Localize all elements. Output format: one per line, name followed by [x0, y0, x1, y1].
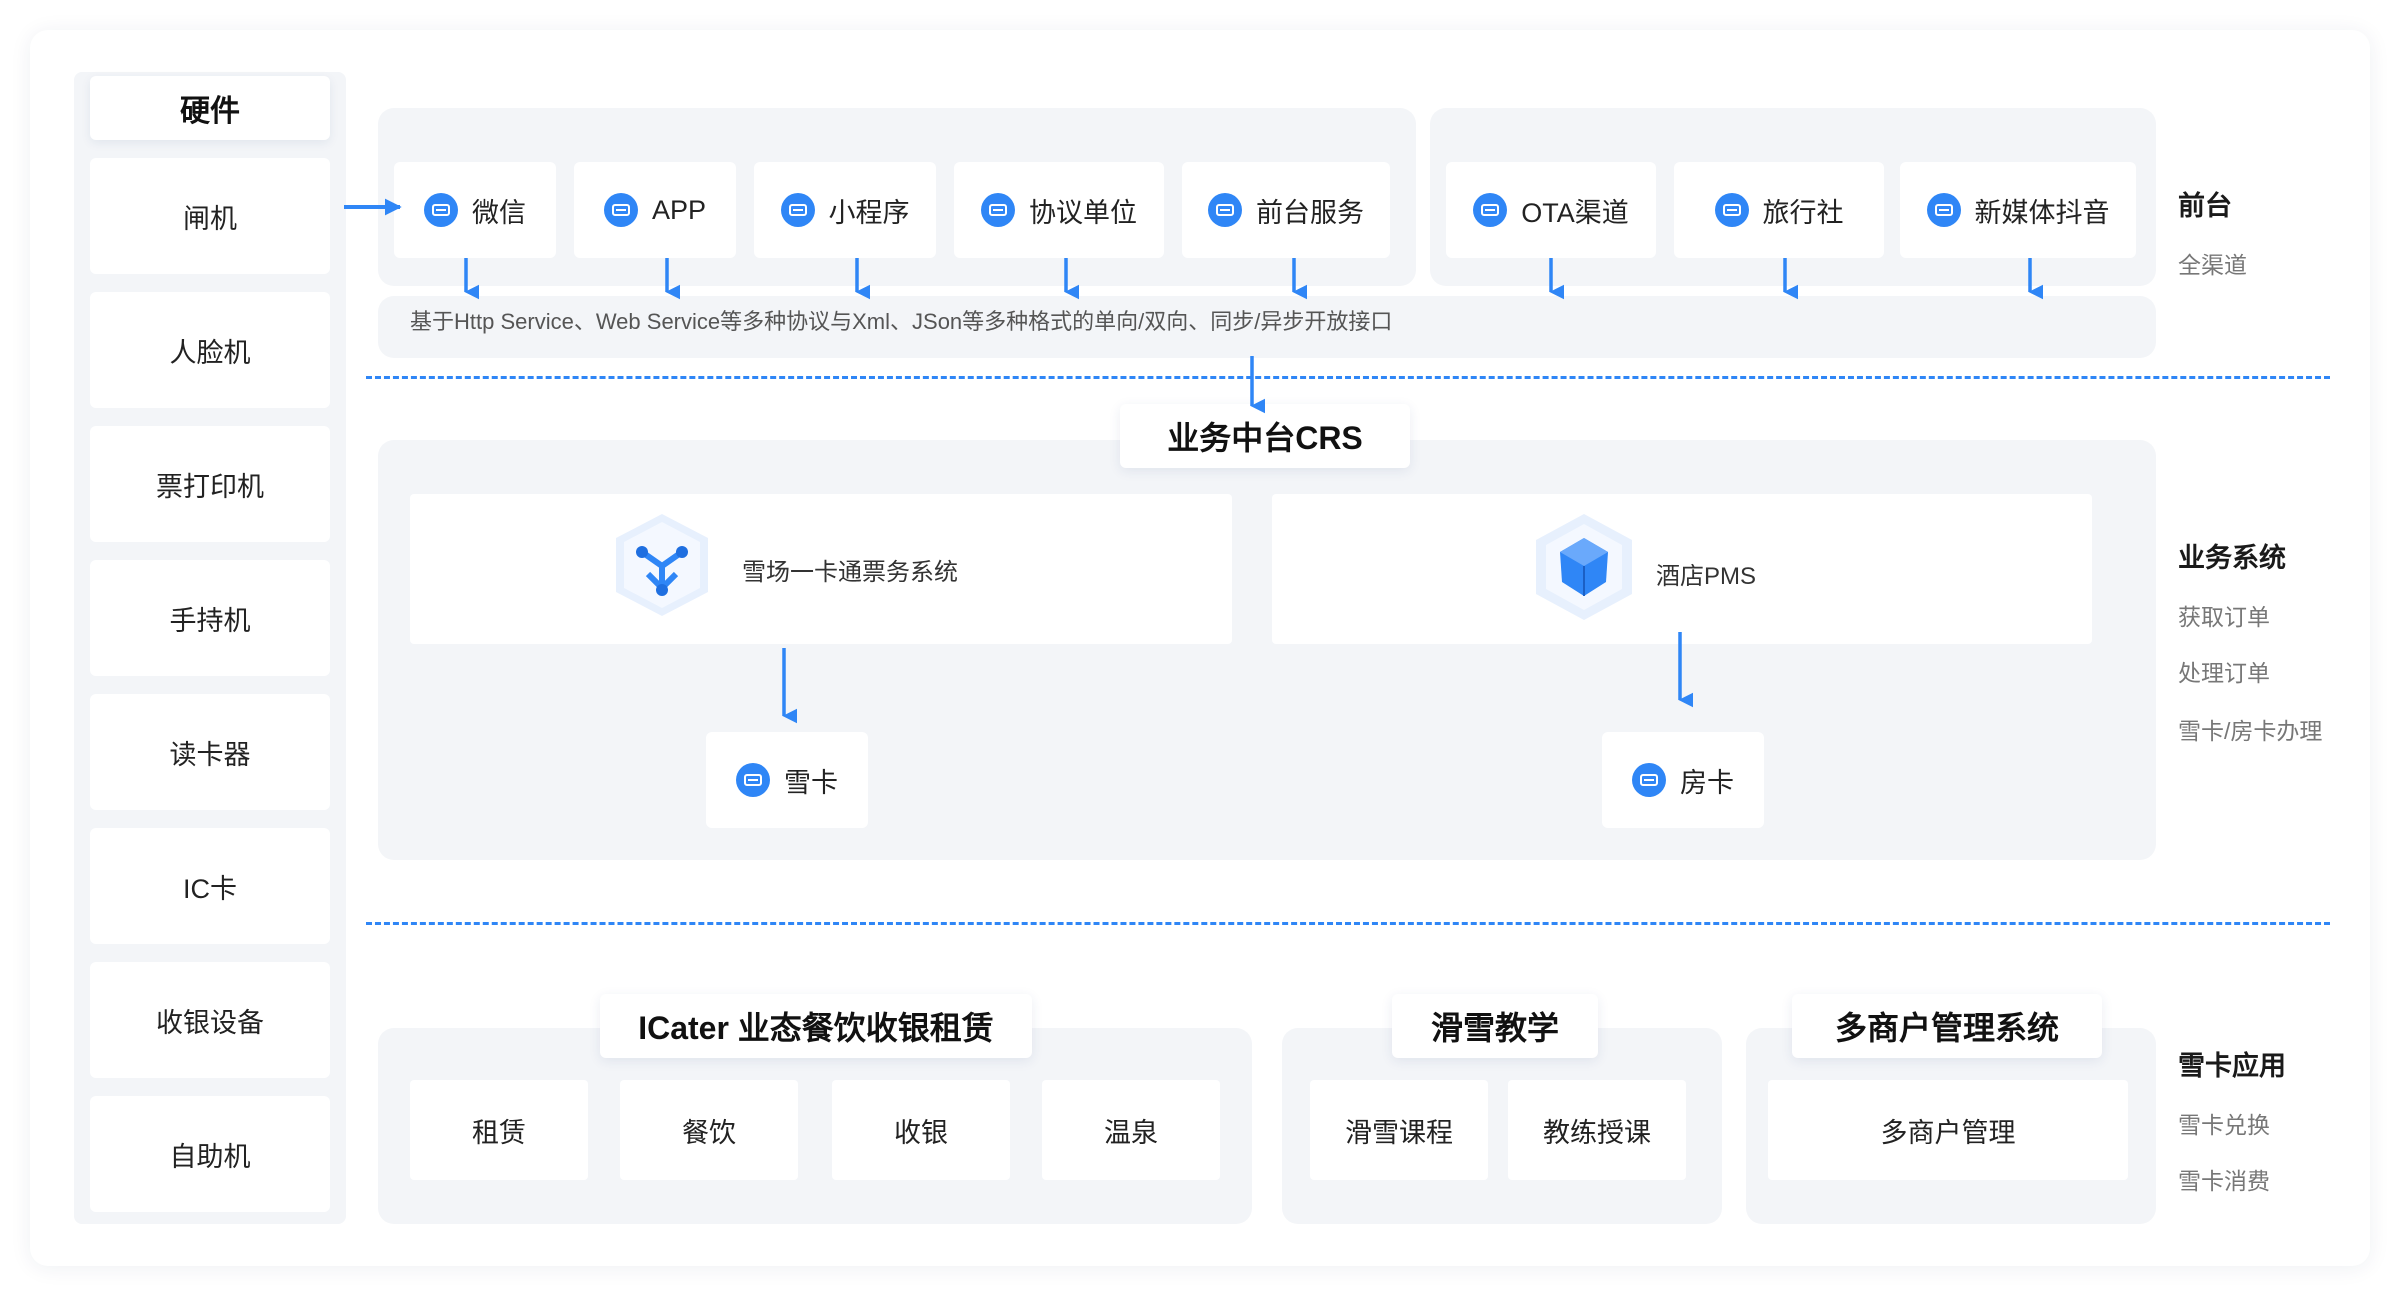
channel-label: OTA渠道	[1521, 197, 1629, 228]
protocol-text: 基于Http Service、Web Service等多种协议与Xml、JSon…	[410, 309, 1393, 334]
side-title-snow-card-app: 雪卡应用	[2178, 1051, 2286, 1081]
ski-teaching-title: 滑雪教学	[1392, 994, 1598, 1058]
icater-title: ICater 业态餐饮收银租赁	[600, 994, 1032, 1058]
hardware-item-gate: 闸机	[90, 158, 330, 274]
side-title-front: 前台	[2178, 191, 2232, 221]
ski-system-label: 雪场一卡通票务系统	[742, 559, 958, 586]
hardware-title: 硬件	[90, 76, 330, 140]
icater-item-catering: 餐饮	[620, 1080, 798, 1180]
hardware-item-cash-register: 收银设备	[90, 962, 330, 1078]
hardware-item-ic-card: IC卡	[90, 828, 330, 944]
channel-ota: OTA渠道	[1446, 162, 1656, 258]
ticket-icon	[1208, 193, 1242, 227]
snow-card-label: 雪卡	[784, 767, 838, 798]
side-sub-all-channel: 全渠道	[2178, 252, 2247, 278]
separator-line	[366, 376, 2330, 379]
side-title-business: 业务系统	[2178, 543, 2286, 573]
channel-label: APP	[651, 194, 707, 225]
ski-teaching-item-coach: 教练授课	[1508, 1080, 1686, 1180]
ticket-icon	[736, 763, 770, 797]
channel-agreement-unit: 协议单位	[954, 162, 1164, 258]
side-sub-redeem: 雪卡兑换	[2178, 1112, 2270, 1138]
ticket-icon	[1632, 763, 1666, 797]
room-card-label: 房卡	[1680, 767, 1734, 798]
icater-item-cashier: 收银	[832, 1080, 1010, 1180]
separator-line	[366, 922, 2330, 925]
ticket-icon	[1926, 193, 1961, 227]
side-sub-get-order: 获取订单	[2178, 604, 2270, 630]
ticket-icon	[603, 193, 638, 227]
ticket-icon	[780, 193, 815, 227]
hardware-item-face-machine: 人脸机	[90, 292, 330, 408]
hotel-system-box	[1272, 494, 2092, 644]
ticket-icon	[1473, 193, 1508, 227]
ski-teaching-item-course: 滑雪课程	[1310, 1080, 1488, 1180]
snow-card: 雪卡	[706, 732, 868, 828]
protocol-bar	[378, 296, 2156, 358]
side-sub-card-processing: 雪卡/房卡办理	[2178, 718, 2323, 744]
channel-front-desk: 前台服务	[1182, 162, 1390, 258]
ticket-icon	[424, 193, 458, 227]
side-sub-process-order: 处理订单	[2178, 660, 2270, 686]
ticket-icon	[1714, 193, 1749, 227]
channel-travel-agency: 旅行社	[1674, 162, 1884, 258]
channel-label: 微信	[472, 197, 526, 228]
channel-label: 小程序	[828, 197, 910, 228]
hardware-item-card-reader: 读卡器	[90, 694, 330, 810]
channel-label: 旅行社	[1762, 197, 1844, 228]
icater-item-hot-spring: 温泉	[1042, 1080, 1220, 1180]
hardware-item-handheld: 手持机	[90, 560, 330, 676]
channel-mini-program: 小程序	[754, 162, 936, 258]
multi-merchant-item: 多商户管理	[1768, 1080, 2128, 1180]
crs-title: 业务中台CRS	[1120, 404, 1410, 468]
channel-label: 协议单位	[1029, 197, 1137, 228]
channel-new-media-douyin: 新媒体抖音	[1900, 162, 2136, 258]
hotel-system-label: 酒店PMS	[1656, 563, 1757, 590]
channel-label: 新媒体抖音	[1974, 197, 2110, 228]
icater-item-rental: 租赁	[410, 1080, 588, 1180]
channel-wechat: 微信	[394, 162, 556, 258]
side-sub-consume: 雪卡消费	[2178, 1168, 2270, 1194]
room-card: 房卡	[1602, 732, 1764, 828]
multi-merchant-title: 多商户管理系统	[1792, 994, 2102, 1058]
hardware-item-self-service: 自助机	[90, 1096, 330, 1212]
ski-system-box	[410, 494, 1232, 644]
ticket-icon	[981, 193, 1015, 227]
hardware-item-ticket-printer: 票打印机	[90, 426, 330, 542]
channel-label: 前台服务	[1256, 197, 1364, 228]
channel-app: APP	[574, 162, 736, 258]
